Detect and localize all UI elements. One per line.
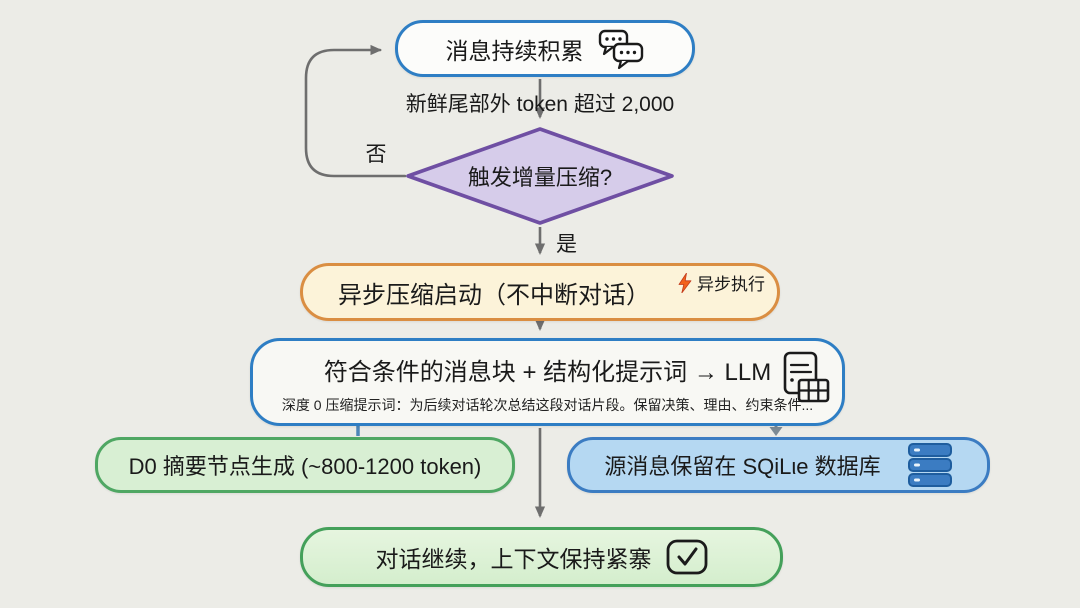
edge-llm-to-sqlite-arrowhead xyxy=(769,427,783,436)
edge-no-label: 否 xyxy=(365,143,387,166)
check-square-icon xyxy=(666,539,708,575)
node-sqlite-store: 源消息保留在 SQiLιe 数据库 xyxy=(567,437,990,493)
node-decision: 触发增量压缩? xyxy=(404,126,676,226)
chat-bubbles-icon xyxy=(597,28,645,70)
async-compression-label: 异步压缩启动（不中断对话） xyxy=(338,281,650,309)
async-exec-badge-label: 异步执行 xyxy=(697,275,765,294)
database-icon xyxy=(907,442,953,488)
sqlite-store-label: 源消息保留在 SQiLιe 数据库 xyxy=(604,454,881,479)
message-accumulate-label: 消息持续积累 xyxy=(445,37,584,64)
node-llm-prompt: 符合条件的消息块 + 结构化提示词 → LLM 深度 0 压缩提示词：为后续对话… xyxy=(250,338,845,426)
conversation-continue-label: 对话继续，上下文保持紧寨 xyxy=(375,546,652,572)
llm-title: 符合条件的消息块 + 结构化提示词 → LLM xyxy=(323,358,772,386)
node-conversation-continue: 对话继续，上下文保持紧寨 xyxy=(300,527,783,587)
lightning-icon xyxy=(678,272,692,293)
node-d0-summary: D0 摘要节点生成 (~800-1200 token) xyxy=(95,437,515,493)
token-threshold-label: 新鲜尾部外 token 超过 2,000 xyxy=(405,93,675,116)
decision-label: 触发增量压缩? xyxy=(467,165,613,190)
d0-summary-label: D0 摘要节点生成 (~800-1200 token) xyxy=(128,454,482,479)
node-async-compression: 异步压缩启动（不中断对话） 异步执行 xyxy=(300,263,780,321)
async-exec-badge: 异步执行 xyxy=(678,270,765,295)
llm-subtitle: 深度 0 压缩提示词：为后续对话轮次总结这段对话片段。保留决策、理由、约束条件.… xyxy=(281,396,814,413)
node-message-accumulate: 消息持续积累 xyxy=(395,20,695,77)
document-table-icon xyxy=(778,351,830,405)
decision-diamond-shape xyxy=(406,127,674,225)
edge-yes-label: 是 xyxy=(556,233,577,256)
edge-no-loop xyxy=(304,44,407,178)
